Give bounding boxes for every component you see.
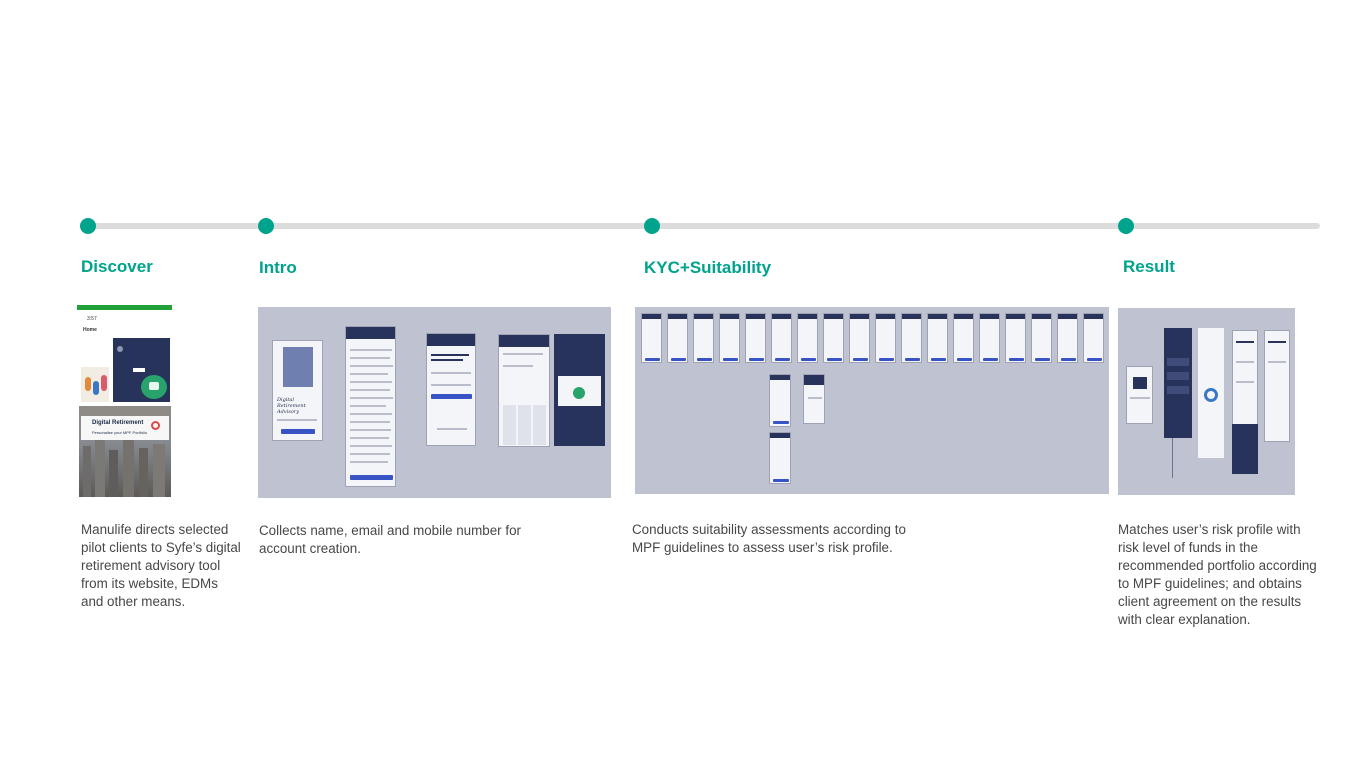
timeline-dot-result xyxy=(1118,218,1134,234)
kyc-phone xyxy=(1005,313,1026,363)
intro-phone-4 xyxy=(498,334,550,447)
kyc-phone xyxy=(641,313,662,363)
description-kyc: Conducts suitability assessments accordi… xyxy=(632,521,912,557)
result-screenshots xyxy=(1118,308,1295,495)
banner-subtitle: Personalise your MPF Portfolio xyxy=(92,430,147,435)
kyc-phone xyxy=(797,313,818,363)
kyc-phone xyxy=(901,313,922,363)
nav-home-label: Home xyxy=(83,327,97,333)
kyc-phone xyxy=(823,313,844,363)
stage-title-intro: Intro xyxy=(259,258,297,278)
kyc-phone xyxy=(769,432,791,484)
kyc-phone xyxy=(667,313,688,363)
timeline-dot-intro xyxy=(258,218,274,234)
banner-title: Digital Retirement xyxy=(92,420,143,426)
kyc-phone xyxy=(803,374,825,424)
kyc-phone xyxy=(849,313,870,363)
intro-phone-5 xyxy=(554,334,605,446)
kyc-phone xyxy=(771,313,792,363)
intro-phone-3 xyxy=(426,333,476,446)
city-banner: Digital Retirement Personalise your MPF … xyxy=(79,406,171,497)
manulife-green-bar xyxy=(77,305,172,310)
intro-heading-line2: Advisory xyxy=(277,409,299,415)
description-discover: Manulife directs selected pilot clients … xyxy=(81,521,241,611)
timeline-dot-discover xyxy=(80,218,96,234)
kyc-phone xyxy=(927,313,948,363)
discover-screenshot: 3:57 Home Digital Retirement Personalise… xyxy=(77,305,172,497)
target-icon xyxy=(151,421,160,430)
result-phone-3 xyxy=(1198,328,1224,458)
result-phone-2 xyxy=(1164,328,1192,438)
success-check-icon xyxy=(573,387,585,399)
stage-title-kyc: KYC+Suitability xyxy=(644,258,771,278)
kyc-phone xyxy=(875,313,896,363)
description-intro: Collects name, email and mobile number f… xyxy=(259,522,549,558)
intro-phone-1: Digital Retirement Advisory xyxy=(272,340,323,441)
result-phone-1 xyxy=(1126,366,1153,424)
description-result: Matches user’s risk profile with risk le… xyxy=(1118,521,1318,629)
kyc-phone xyxy=(769,374,791,427)
kyc-phone xyxy=(1083,313,1104,363)
result-phone-6 xyxy=(1232,424,1258,474)
kyc-phone xyxy=(693,313,714,363)
stage-title-result: Result xyxy=(1123,257,1175,277)
kyc-phone xyxy=(1031,313,1052,363)
result-phone-5 xyxy=(1264,330,1290,442)
kyc-screenshots xyxy=(635,307,1109,494)
intro-phone-2 xyxy=(345,326,396,487)
robot-icon xyxy=(141,375,167,399)
kyc-phone xyxy=(745,313,766,363)
intro-screenshots: Digital Retirement Advisory xyxy=(258,307,611,498)
kyc-phone xyxy=(719,313,740,363)
portfolio-donut-icon xyxy=(1204,388,1218,402)
kyc-phone xyxy=(1057,313,1078,363)
kyc-phone xyxy=(979,313,1000,363)
kyc-phone xyxy=(953,313,974,363)
people-illustration xyxy=(81,367,109,402)
stage-title-discover: Discover xyxy=(81,257,153,277)
intro-heading-line1: Digital Retirement xyxy=(277,397,306,409)
status-time: 3:57 xyxy=(87,316,97,322)
timeline-dot-kyc xyxy=(644,218,660,234)
